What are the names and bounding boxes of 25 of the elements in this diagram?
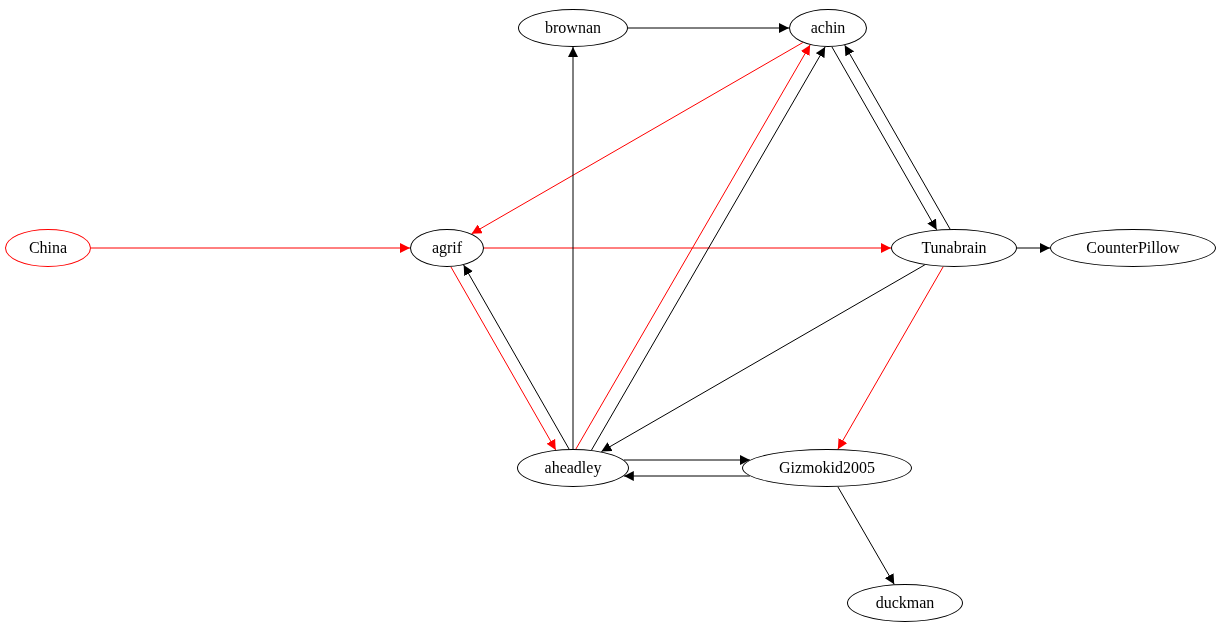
arrow [623,471,751,481]
node-label: Gizmokid2005 [779,460,875,476]
node-label: achin [810,20,846,36]
arrow [837,486,895,585]
node-label: agrif [431,240,463,256]
arrow [831,46,938,231]
arrow [90,243,411,253]
arrow [471,42,804,235]
node-label: brownan [545,20,601,36]
node-ellipse [517,449,629,487]
node-ellipse [410,229,484,267]
arrow [450,266,557,451]
arrow [483,243,892,253]
arrow [600,264,926,453]
node-label: Tunabrain [921,240,987,256]
arrow [623,455,751,465]
node-label: CounterPillow [1086,240,1180,256]
arrow [568,46,578,450]
node-label: China [28,240,68,256]
node-label: duckman [875,595,935,611]
node-label: aheadley [544,460,602,476]
arrow [627,23,790,33]
arrow [837,266,944,450]
node-ellipse [742,449,912,487]
arrow [1016,243,1051,253]
